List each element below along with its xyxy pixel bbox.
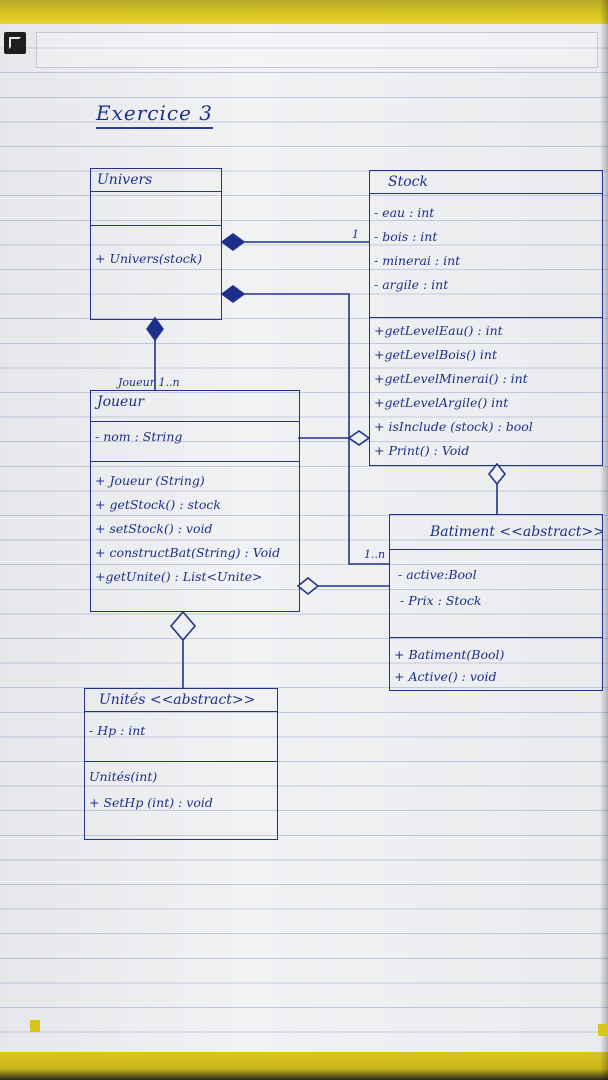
header-box: [36, 32, 598, 68]
class-batiment-method: + Batiment(Bool): [394, 647, 505, 662]
corner-mark-right: [598, 1024, 608, 1036]
class-stock-attribute: - bois : int: [374, 229, 438, 244]
class-joueur-attribute: - nom : String: [95, 429, 183, 444]
corner-mark-left: [30, 1020, 40, 1032]
multiplicity-joueur-batiment: 1..n: [364, 548, 386, 561]
class-batiment: Batiment <<abstract>> - active:Bool - Pr…: [389, 514, 603, 691]
class-unites-method: Unités(int): [89, 769, 158, 784]
aggregation-diamond-icon: [169, 610, 197, 642]
composition-diamond-icon: [146, 316, 164, 342]
aggregation-diamond-icon: [296, 576, 320, 596]
class-stock-method: +getLevelBois() int: [374, 347, 497, 362]
class-joueur-divider: [91, 421, 299, 422]
class-unites-attribute: - Hp : int: [89, 723, 146, 738]
class-joueur-method: + Joueur (String): [95, 473, 205, 488]
lined-paper: [0, 24, 608, 1052]
class-stock: Stock - eau : int - bois : int - minerai…: [369, 170, 603, 466]
notebook-top-edge: [0, 0, 608, 24]
class-univers-method: + Univers(stock): [95, 251, 203, 266]
class-batiment-name: Batiment <<abstract>>: [390, 515, 602, 550]
multiplicity-univers-joueur: Joueur 1..n: [118, 376, 180, 389]
class-stock-method: +getLevelMinerai() : int: [374, 371, 528, 386]
class-joueur-method: + setStock() : void: [95, 521, 213, 536]
class-unites-method: + SetHp (int) : void: [89, 795, 213, 810]
notebook-bottom-edge: [0, 1052, 608, 1080]
class-univers-divider: [91, 225, 221, 226]
composition-diamond-icon: [220, 233, 246, 251]
class-unites-divider: [85, 761, 277, 762]
class-joueur-name: Joueur: [97, 394, 145, 410]
class-stock-name: Stock: [370, 171, 602, 194]
class-batiment-attribute: - active:Bool: [398, 567, 477, 582]
class-stock-method: +getLevelArgile() int: [374, 395, 509, 410]
page-shadow: [600, 0, 608, 1080]
class-joueur-divider: [91, 461, 299, 462]
class-stock-attribute: - argile : int: [374, 277, 449, 292]
class-stock-attribute: - eau : int: [374, 205, 435, 220]
class-batiment-attribute: - Prix : Stock: [400, 593, 482, 608]
class-batiment-method: + Active() : void: [394, 669, 497, 684]
link-univers-batiment: [244, 293, 389, 565]
aggregation-diamond-icon: [487, 462, 507, 486]
class-joueur: Joueur - nom : String + Joueur (String) …: [90, 390, 300, 612]
class-univers-name: Univers: [91, 169, 221, 192]
composition-diamond-icon: [220, 285, 246, 303]
multiplicity-univers-stock: 1: [352, 228, 359, 241]
aggregation-diamond-icon: [347, 430, 371, 446]
class-stock-method: + isInclude (stock) : bool: [374, 419, 533, 434]
class-batiment-divider: [390, 637, 602, 638]
notebook-logo-icon: [4, 32, 26, 54]
class-unites-name: Unités <<abstract>>: [85, 689, 277, 712]
class-stock-divider: [370, 317, 602, 318]
class-joueur-method: + getStock() : stock: [95, 497, 222, 512]
class-joueur-method: + constructBat(String) : Void: [95, 545, 281, 560]
diagram-title: Exercice 3: [96, 101, 213, 129]
class-stock-method: + Print() : Void: [374, 443, 470, 458]
class-unites: Unités <<abstract>> - Hp : int Unités(in…: [84, 688, 278, 840]
class-stock-method: +getLevelEau() : int: [374, 323, 503, 338]
class-joueur-method: +getUnite() : List<Unite>: [95, 569, 263, 584]
class-stock-attribute: - minerai : int: [374, 253, 461, 268]
